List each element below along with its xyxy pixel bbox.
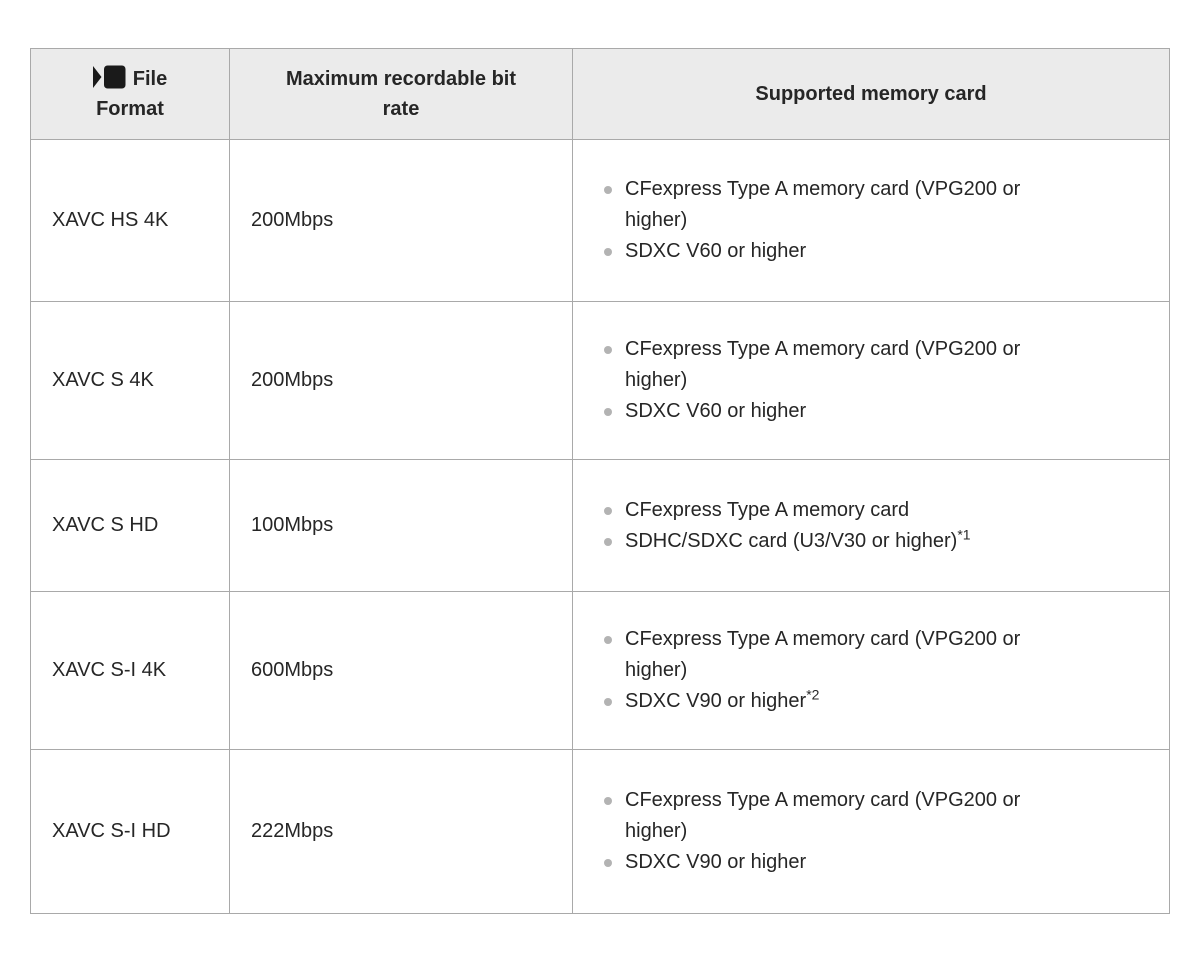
memory-card-text: CFexpress Type A memory card (VPG200 or … bbox=[625, 789, 1021, 842]
memory-card-text: SDHC/SDXC card (U3/V30 or higher) bbox=[625, 529, 958, 552]
bullet-icon bbox=[604, 506, 612, 515]
memory-card-item: SDXC V60 or higher bbox=[604, 396, 1157, 427]
memory-card-item: SDXC V90 or higher bbox=[604, 847, 1157, 878]
memory-cards-cell: CFexpress Type A memory card (VPG200 or … bbox=[572, 139, 1170, 302]
table-row: XAVC S HD 100Mbps CFexpress Type A memor… bbox=[30, 459, 1170, 592]
memory-card-item: CFexpress Type A memory card (VPG200 or … bbox=[604, 174, 1157, 236]
memory-card-item: CFexpress Type A memory card (VPG200 or … bbox=[604, 624, 1157, 686]
header-row: File Format Maximum recordable bit rate … bbox=[30, 48, 1170, 140]
memory-cards-cell: CFexpress Type A memory card SDHC/SDXC c… bbox=[572, 459, 1170, 592]
memory-card-text: SDXC V60 or higher bbox=[625, 240, 807, 262]
column-header-file-format-label: File Format bbox=[96, 68, 168, 120]
page: File Format Maximum recordable bit rate … bbox=[30, 48, 1170, 914]
memory-card-text: SDXC V90 or higher bbox=[625, 690, 807, 712]
memory-card-text: CFexpress Type A memory card (VPG200 or … bbox=[625, 628, 1021, 681]
bullet-icon bbox=[604, 698, 612, 706]
memory-card-text: SDXC V90 or higher bbox=[625, 851, 807, 873]
bitrate-cell: 222Mbps bbox=[229, 749, 573, 914]
memory-card-item: SDHC/SDXC card (U3/V30 or higher)*1 bbox=[604, 526, 1157, 557]
memory-card-item: CFexpress Type A memory card bbox=[604, 495, 1157, 526]
memory-card-text: CFexpress Type A memory card (VPG200 or … bbox=[625, 338, 1021, 391]
column-header-bitrate: Maximum recordable bit rate bbox=[229, 48, 573, 140]
file-format-cell: XAVC S-I 4K bbox=[30, 591, 230, 750]
memory-cards-cell: CFexpress Type A memory card (VPG200 or … bbox=[572, 591, 1170, 750]
file-format-cell: XAVC HS 4K bbox=[30, 139, 230, 302]
bullet-icon bbox=[604, 186, 612, 194]
table-row: XAVC S-I 4K 600Mbps CFexpress Type A mem… bbox=[30, 591, 1170, 750]
file-format-cell: XAVC S HD bbox=[30, 459, 230, 592]
column-header-memory-card: Supported memory card bbox=[572, 48, 1170, 140]
file-format-cell: XAVC S 4K bbox=[30, 301, 230, 460]
bitrate-cell: 200Mbps bbox=[229, 301, 573, 460]
bullet-icon bbox=[604, 636, 612, 644]
recording-format-table: File Format Maximum recordable bit rate … bbox=[30, 48, 1170, 914]
column-header-file-format: File Format bbox=[30, 48, 230, 140]
table-row: XAVC S 4K 200Mbps CFexpress Type A memor… bbox=[30, 301, 1170, 460]
bullet-icon bbox=[604, 537, 612, 546]
bitrate-cell: 600Mbps bbox=[229, 591, 573, 750]
movie-icon bbox=[92, 65, 133, 90]
bullet-icon bbox=[604, 346, 612, 354]
memory-card-text: SDXC V60 or higher bbox=[625, 400, 807, 422]
memory-card-item: CFexpress Type A memory card (VPG200 or … bbox=[604, 334, 1157, 396]
column-header-memory-card-label: Supported memory card bbox=[755, 83, 987, 105]
bitrate-cell: 200Mbps bbox=[229, 139, 573, 302]
table-row: XAVC HS 4K 200Mbps CFexpress Type A memo… bbox=[30, 139, 1170, 302]
file-format-cell: XAVC S-I HD bbox=[30, 749, 230, 914]
bullet-icon bbox=[604, 248, 612, 256]
memory-card-item: SDXC V90 or higher*2 bbox=[604, 686, 1157, 717]
footnote-marker: *1 bbox=[957, 525, 971, 542]
memory-card-text: CFexpress Type A memory card bbox=[625, 498, 910, 521]
memory-card-item: CFexpress Type A memory card (VPG200 or … bbox=[604, 785, 1157, 847]
footnote-marker: *2 bbox=[806, 686, 820, 703]
memory-cards-cell: CFexpress Type A memory card (VPG200 or … bbox=[572, 749, 1170, 914]
memory-card-item: SDXC V60 or higher bbox=[604, 236, 1157, 267]
memory-card-text: CFexpress Type A memory card (VPG200 or … bbox=[625, 178, 1021, 231]
column-header-bitrate-label: Maximum recordable bit rate bbox=[285, 68, 517, 120]
bullet-icon bbox=[604, 408, 612, 416]
bitrate-cell: 100Mbps bbox=[229, 459, 573, 592]
bullet-icon bbox=[604, 797, 612, 805]
bullet-icon bbox=[604, 859, 612, 867]
memory-cards-cell: CFexpress Type A memory card (VPG200 or … bbox=[572, 301, 1170, 460]
table-row: XAVC S-I HD 222Mbps CFexpress Type A mem… bbox=[30, 749, 1170, 914]
